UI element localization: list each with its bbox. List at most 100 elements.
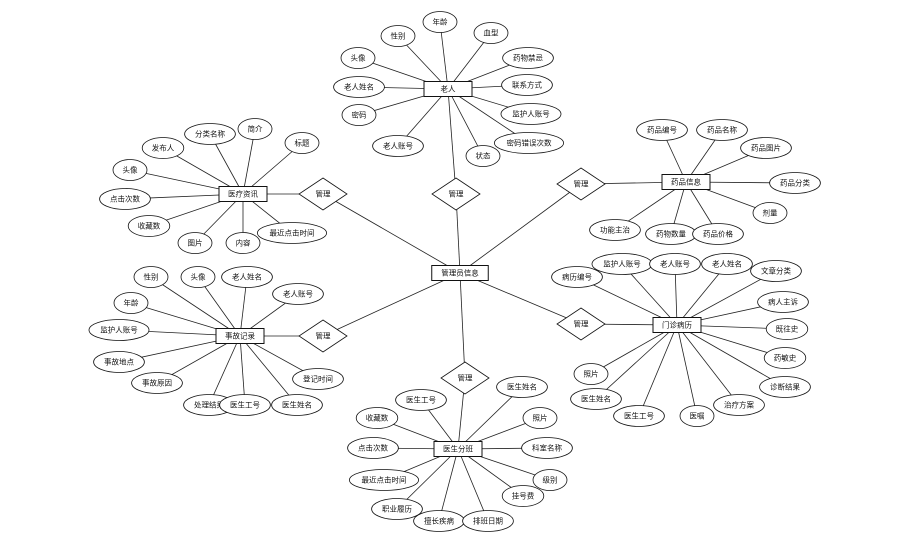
attribute-label: 照片 [584, 369, 599, 379]
attribute-label: 老人姓名 [344, 82, 374, 92]
relationship-edge [447, 88, 457, 195]
relationship-rel_drug: 管理 [556, 167, 606, 201]
attribute-a11: 医生工号 [219, 394, 271, 416]
attribute-label: 处理结果 [194, 400, 224, 410]
attribute-label: 科室名称 [532, 443, 562, 453]
attribute-n6: 点击次数 [99, 188, 151, 210]
entity-record: 门诊病历 [652, 317, 702, 333]
attribute-label: 药敏史 [774, 353, 797, 363]
attribute-label: 治疗方案 [724, 400, 754, 410]
attribute-edge [676, 324, 740, 406]
attribute-c9: 职业履历 [371, 498, 423, 520]
attribute-ellipse [380, 25, 416, 47]
attribute-ellipse [340, 47, 376, 69]
attribute-a9: 登记时间 [292, 368, 344, 390]
attribute-ellipse [522, 407, 558, 429]
attribute-n3: 简介 [237, 118, 273, 140]
attribute-ellipse [589, 219, 641, 241]
attribute-label: 剂量 [763, 208, 778, 218]
attribute-ellipse [757, 291, 809, 313]
attribute-ellipse [371, 498, 423, 520]
relationship-label: 管理 [316, 189, 331, 199]
attribute-d2: 药品名称 [696, 119, 748, 141]
attribute-ellipse [750, 260, 802, 282]
attribute-n5: 头像 [112, 159, 148, 181]
attribute-ellipse [636, 119, 688, 141]
relationship-rel_elder: 管理 [431, 177, 481, 211]
attribute-ellipse [501, 485, 545, 507]
entity-elder: 老人 [423, 81, 473, 97]
attribute-e5: 药物禁忌 [502, 47, 554, 69]
attribute-ellipse [177, 232, 213, 254]
entity-label: 事故记录 [225, 331, 255, 341]
attribute-ellipse [180, 266, 216, 288]
attribute-d1: 药品编号 [636, 119, 688, 141]
entity-box [661, 174, 711, 190]
attribute-label: 级别 [543, 475, 558, 485]
attribute-a3: 老人姓名 [221, 266, 273, 288]
attribute-r14: 治疗方案 [713, 394, 765, 416]
attribute-e11: 密码错误次数 [493, 132, 564, 154]
attribute-ellipse [237, 118, 273, 140]
entity-box [431, 265, 489, 281]
attribute-edge [676, 270, 777, 326]
attribute-r6: 病人主诉 [757, 291, 809, 313]
attribute-e8: 密码 [341, 104, 377, 126]
attribute-label: 医嘱 [690, 412, 705, 421]
attribute-n4: 标题 [284, 132, 320, 154]
attribute-label: 药品图片 [751, 143, 781, 153]
relationship-rel_accident: 管理 [298, 319, 348, 353]
relationship-edge [322, 272, 461, 337]
attribute-label: 年龄 [124, 298, 139, 308]
attribute-d6: 功能主治 [589, 219, 641, 241]
attribute-ellipse [740, 137, 792, 159]
attribute-label: 最近点击时间 [270, 228, 315, 238]
attribute-ellipse [219, 394, 271, 416]
relationship-edge [322, 193, 461, 274]
attribute-label: 分类名称 [195, 129, 225, 139]
attribute-label: 药品分类 [780, 178, 810, 188]
entity-accident: 事故记录 [215, 328, 265, 344]
attribute-c7: 最近点击时间 [348, 469, 419, 491]
attribute-ellipse [759, 376, 811, 398]
attribute-r12: 医生工号 [613, 405, 665, 427]
attribute-label: 事故地点 [104, 357, 134, 367]
attribute-c3: 收藏数 [355, 407, 399, 429]
attribute-r11: 医生姓名 [570, 388, 622, 410]
attribute-d5: 剂量 [752, 202, 788, 224]
attribute-a8: 事故原因 [131, 372, 183, 394]
attribute-ellipse [501, 74, 553, 96]
attribute-r9: 诊断结果 [759, 376, 811, 398]
attribute-label: 医生姓名 [282, 400, 312, 410]
entity-label: 老人 [441, 84, 456, 94]
attribute-c11: 排班日期 [462, 510, 514, 532]
attribute-label: 监护人账号 [512, 109, 550, 119]
attribute-ellipse [570, 388, 622, 410]
entity-box [218, 186, 268, 202]
attribute-n2: 分类名称 [184, 123, 236, 145]
attribute-label: 标题 [295, 138, 310, 148]
attribute-edge [447, 88, 484, 157]
attribute-edge [439, 21, 449, 90]
entity-box [433, 441, 483, 457]
attribute-d8: 药品价格 [692, 223, 744, 245]
attribute-ellipse [225, 232, 261, 254]
attribute-label: 医生姓名 [581, 394, 611, 404]
attribute-ellipse [692, 223, 744, 245]
attribute-a7: 事故地点 [93, 351, 145, 373]
attribute-e6: 老人姓名 [333, 76, 385, 98]
attribute-edge [590, 324, 678, 375]
attribute-n8: 图片 [177, 232, 213, 254]
attribute-label: 密码 [352, 110, 367, 120]
attribute-a2: 头像 [180, 266, 216, 288]
relationship-label: 管理 [574, 319, 589, 329]
relationship-diamond [440, 361, 490, 395]
attribute-e7: 联系方式 [501, 74, 553, 96]
attribute-label: 收藏数 [366, 413, 389, 423]
attribute-a1: 性别 [133, 266, 169, 288]
attribute-label: 事故原因 [142, 378, 172, 388]
attribute-label: 简介 [248, 124, 263, 134]
attribute-edge [438, 448, 459, 522]
relationship-label: 管理 [449, 189, 464, 199]
attribute-edge [208, 335, 241, 406]
